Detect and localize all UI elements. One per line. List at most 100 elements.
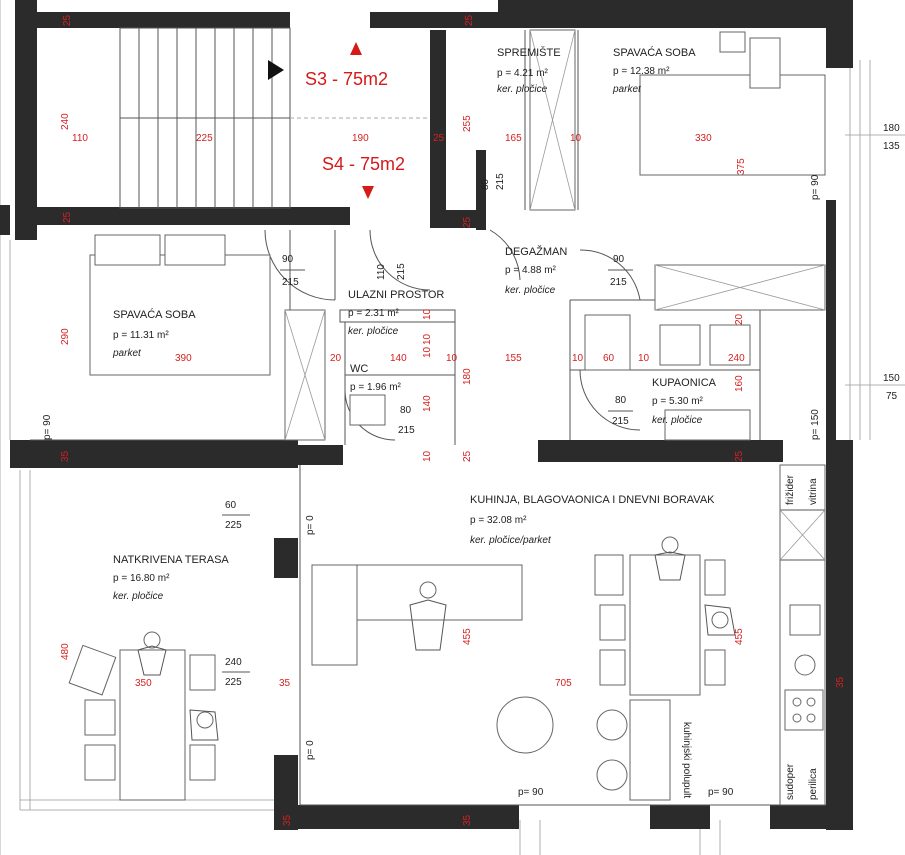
- dim-red: 350: [135, 678, 152, 689]
- doors: [264, 229, 641, 441]
- dim-red: 240: [728, 353, 745, 364]
- dim-black: 80: [615, 395, 627, 406]
- dining-table: [629, 554, 701, 696]
- furniture: [68, 29, 826, 806]
- dim-red: 25: [734, 450, 745, 462]
- dim-red: 20: [330, 353, 342, 364]
- dim-black: p= 90: [810, 174, 821, 200]
- dim-red: 455: [462, 628, 473, 645]
- room-material-kupaonica: ker. pločice: [652, 415, 703, 426]
- room-name-terasa: NATKRIVENA TERASA: [113, 554, 229, 566]
- dim-red: 455: [734, 628, 745, 645]
- room-name-spremiste: SPREMIŠTE: [497, 46, 561, 59]
- staircase: [119, 27, 291, 209]
- dim-black: 215: [495, 173, 506, 190]
- room-name-kupaonica: KUPAONICA: [652, 377, 717, 389]
- room-area-wc: p = 1.96 m²: [350, 382, 402, 393]
- dim-red: 25: [62, 211, 73, 223]
- dim-red: 705: [555, 678, 572, 689]
- dim-red: 190: [352, 133, 369, 144]
- room-material-kuhinja: ker. pločice/parket: [470, 535, 552, 546]
- people-figures: [137, 536, 736, 741]
- dim-black: 225: [225, 677, 242, 688]
- dim-red: 35: [279, 678, 291, 689]
- dim-black: p= 90: [42, 414, 53, 440]
- room-area-kuhinja: p = 32.08 m²: [470, 515, 527, 526]
- dim-red: 25: [464, 14, 475, 26]
- room-name-spavaca-1: SPAVAĆA SOBA: [613, 46, 696, 59]
- dim-red: 25: [462, 216, 473, 228]
- room-area-ulazni: p = 2.31 m²: [348, 308, 400, 319]
- coffee-table: [496, 696, 554, 754]
- room-material-spavaca-2: parket: [112, 348, 142, 359]
- black-dimensions: 90 215 110 215 80 215 90 215 80 215 80 2…: [42, 123, 900, 798]
- dim-black: 180: [883, 123, 900, 134]
- room-name-spavaca-2: SPAVAĆA SOBA: [113, 308, 196, 321]
- dim-black: 75: [886, 391, 898, 402]
- unit-arrow-down: [362, 186, 374, 199]
- dim-red: 10: [572, 353, 584, 364]
- dim-red: 165: [505, 133, 522, 144]
- dim-red: 10: [446, 353, 458, 364]
- bed-bedroom-1: [639, 74, 826, 176]
- dim-black: 80: [400, 405, 412, 416]
- dim-red: 390: [175, 353, 192, 364]
- dim-red: 155: [505, 353, 522, 364]
- label-frizider: frižider: [785, 474, 796, 505]
- dim-red: 480: [60, 643, 71, 660]
- dim-red: 240: [60, 113, 71, 130]
- terrace-table: [119, 649, 186, 801]
- room-labels: SPREMIŠTE p = 4.21 m² ker. pločice SPAVA…: [112, 46, 717, 602]
- dim-black: 240: [225, 657, 242, 668]
- dim-red: 25: [433, 133, 445, 144]
- room-name-wc: WC: [350, 363, 368, 375]
- dim-black: 135: [883, 141, 900, 152]
- room-area-degazman: p = 4.88 m²: [505, 265, 557, 276]
- dim-red: 140: [422, 395, 433, 412]
- dim-black: p= 0: [305, 740, 316, 760]
- label-sudoper: sudoper: [785, 763, 796, 800]
- bed-bedroom-2: [89, 254, 271, 376]
- room-area-spavaca-2: p = 11.31 m²: [113, 330, 169, 341]
- dim-red: 10: [570, 133, 582, 144]
- dim-red: 160: [734, 375, 745, 392]
- room-material-spremiste: ker. pločice: [497, 84, 548, 95]
- room-area-kupaonica: p = 5.30 m²: [652, 396, 704, 407]
- unit-arrow-up: [350, 42, 362, 55]
- label-vitrina: vitrina: [808, 478, 819, 505]
- room-material-terasa: ker. pločice: [113, 591, 164, 602]
- dim-black: p= 150: [810, 409, 821, 440]
- dim-red: 35: [282, 814, 293, 826]
- walls: [0, 0, 853, 830]
- red-dimensions: 25 25 240 110 225 190 25 255 165 10 330 …: [60, 14, 846, 826]
- room-area-terasa: p = 16.80 m²: [113, 573, 170, 584]
- dim-red: 330: [695, 133, 712, 144]
- room-name-degazman: DEGAŽMAN: [505, 245, 567, 258]
- dim-black: 150: [883, 373, 900, 384]
- room-name-kuhinja: KUHINJA, BLAGOVAONICA I DNEVNI BORAVAK: [470, 494, 715, 506]
- room-area-spremiste: p = 4.21 m²: [497, 68, 549, 79]
- dim-black: 90: [282, 254, 294, 265]
- unit-label-top: S3 - 75m2: [305, 69, 388, 89]
- dim-black: 60: [225, 500, 237, 511]
- room-material-degazman: ker. pločice: [505, 285, 556, 296]
- unit-label-bottom: S4 - 75m2: [322, 154, 405, 174]
- dim-red: 110: [72, 133, 88, 144]
- dim-red: 290: [60, 328, 71, 345]
- dim-red: 35: [60, 450, 71, 462]
- dim-red: 60: [603, 353, 615, 364]
- dim-red: 35: [835, 676, 846, 688]
- dim-black: 80: [480, 178, 491, 190]
- dim-black: p= 90: [518, 787, 544, 798]
- dim-red: 180: [462, 368, 473, 385]
- label-kuhinjski-pult: kuhinjski polupult: [681, 722, 692, 798]
- dim-red: 10: [422, 333, 433, 345]
- dim-black: 215: [282, 277, 299, 288]
- room-material-ulazni: ker. pločice: [348, 326, 399, 337]
- dim-black: p= 0: [305, 515, 316, 535]
- dim-red: 25: [62, 14, 73, 26]
- dim-red: 375: [736, 158, 747, 175]
- appliance-labels: frižider vitrina sudoper perilica kuhinj…: [681, 474, 819, 800]
